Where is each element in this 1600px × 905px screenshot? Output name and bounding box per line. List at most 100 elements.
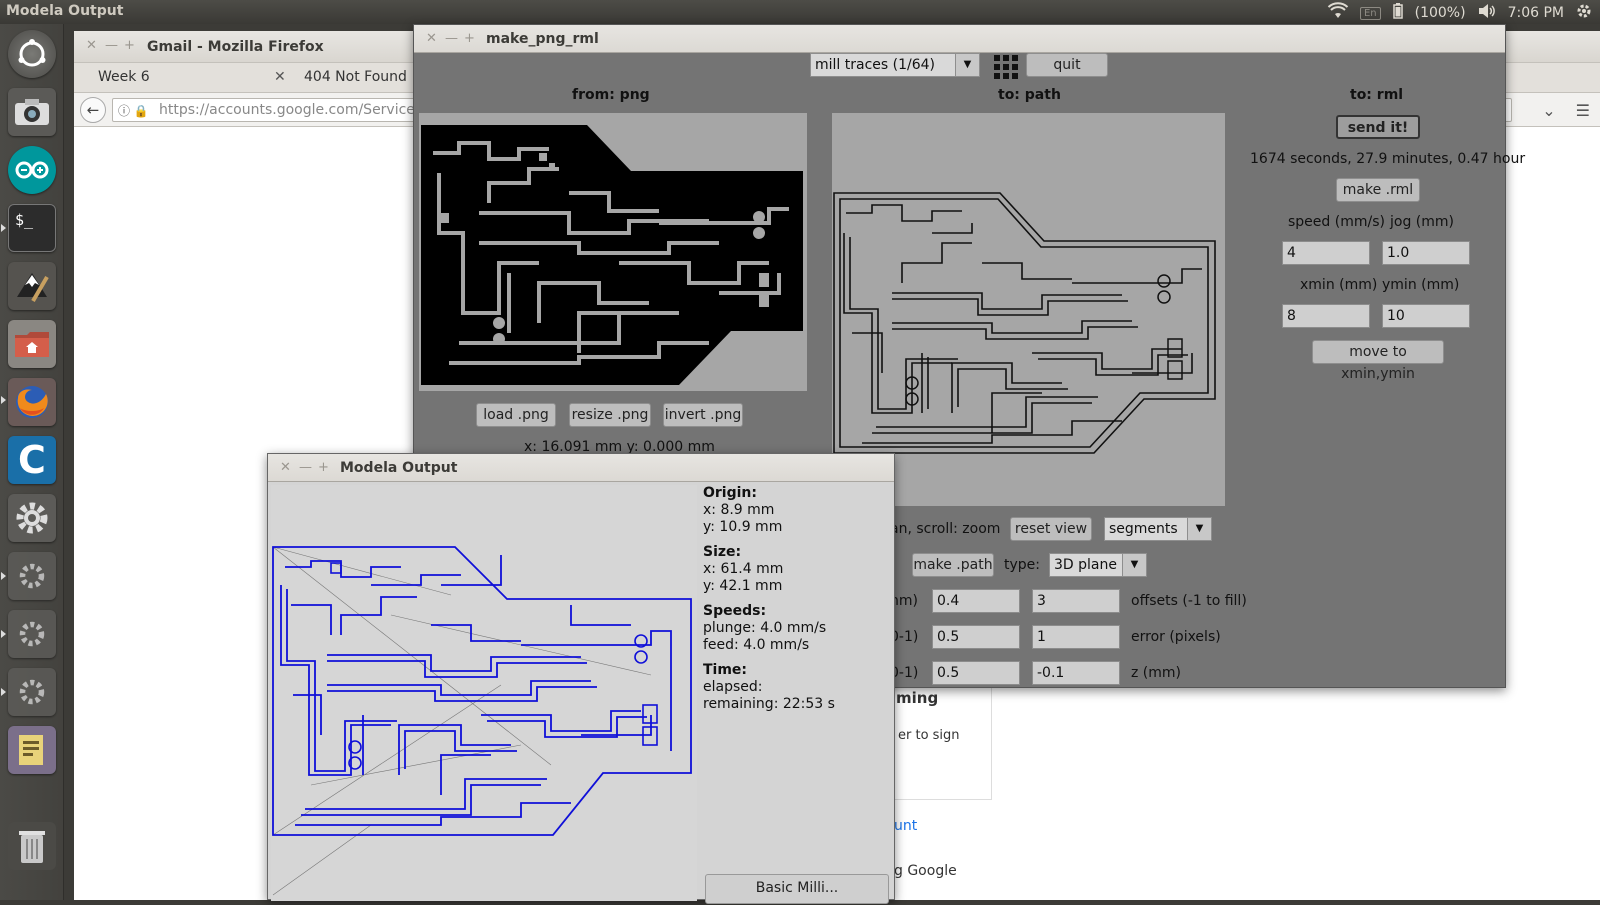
trash-icon[interactable] (8, 822, 56, 870)
make-rml-button[interactable]: make .rml (1336, 178, 1420, 202)
make-png-rml-window: ✕ — + make_png_rml mill traces (1/64) ▼ … (413, 24, 1525, 688)
ymin-input[interactable]: 10 (1382, 304, 1470, 328)
firefox-icon[interactable] (8, 378, 56, 426)
size-x: x: 61.4 mm (703, 561, 784, 577)
type-select-value: 3D plane (1054, 557, 1117, 573)
google-link-fragment[interactable]: unt (894, 818, 918, 834)
elapsed-time: elapsed: (703, 679, 763, 695)
cura-icon[interactable]: C (8, 436, 56, 484)
error-label: error (pixels) (1131, 629, 1221, 645)
google-subtext-fragment: er to sign (898, 728, 960, 743)
invert-png-button[interactable]: invert .png (663, 403, 743, 427)
tab-week-6[interactable]: Week 6 (98, 69, 150, 85)
modela-output-window: ✕ — + Modela Output (267, 453, 895, 904)
settings-icon[interactable] (8, 610, 56, 658)
running-indicator (1, 630, 6, 638)
send-it-button[interactable]: send it! (1336, 115, 1420, 139)
archive-icon[interactable] (8, 726, 56, 774)
diameter-label: nm) (890, 593, 918, 609)
hamburger-menu-icon[interactable]: ☰ (1575, 101, 1590, 120)
google-login-card (874, 687, 992, 800)
size-heading: Size: (703, 544, 742, 560)
reset-view-button[interactable]: reset view (1010, 517, 1092, 541)
site-info-icon[interactable]: ⓘ 🔒 (118, 104, 149, 118)
error-input[interactable]: 1 (1032, 625, 1120, 649)
make-path-button[interactable]: make .path (912, 553, 994, 577)
maximize-icon[interactable]: + (124, 38, 135, 53)
active-window-title: Modela Output (6, 3, 124, 19)
cursor-coords: x: 16.091 mm y: 0.000 mm (524, 439, 715, 455)
battery-icon[interactable] (1392, 3, 1403, 23)
grid-icon[interactable] (992, 53, 1018, 79)
to-rml-label: to: rml (1350, 87, 1404, 103)
firefox-title: Gmail - Mozilla Firefox (147, 39, 324, 55)
intensity-input[interactable]: 0.5 (932, 661, 1020, 685)
origin-y: y: 10.9 mm (703, 519, 783, 535)
png-preview-canvas[interactable] (419, 113, 807, 391)
origin-x: x: 8.9 mm (703, 502, 775, 518)
close-icon[interactable]: ✕ (426, 31, 437, 46)
make-png-rml-titlebar: ✕ — + make_png_rml (414, 25, 1505, 53)
overlap-input[interactable]: 0.5 (932, 625, 1020, 649)
jog-input[interactable]: 1.0 (1382, 241, 1470, 265)
google-footer-fragment: g Google (894, 863, 957, 879)
path-preview-canvas[interactable] (832, 113, 1225, 506)
back-icon[interactable]: ← (80, 97, 106, 123)
power-gear-icon[interactable] (1576, 3, 1592, 23)
running-indicator (1, 688, 6, 696)
from-png-label: from: png (572, 87, 650, 103)
resize-png-button[interactable]: resize .png (569, 403, 651, 427)
toolpath-preview-image (272, 546, 692, 896)
inkscape-icon[interactable] (8, 262, 56, 310)
mode-select[interactable]: mill traces (1/64) ▼ (810, 53, 980, 77)
close-icon[interactable]: ✕ (280, 460, 291, 475)
minimize-icon[interactable]: — (105, 38, 118, 53)
settings-icon[interactable] (8, 552, 56, 600)
xmin-input[interactable]: 8 (1282, 304, 1370, 328)
diameter-input[interactable]: 0.4 (932, 589, 1020, 613)
origin-heading: Origin: (703, 485, 757, 501)
type-select[interactable]: 3D plane ▼ (1049, 553, 1147, 577)
view-select-value: segments (1109, 521, 1178, 537)
load-png-button[interactable]: load .png (476, 403, 556, 427)
pocket-icon[interactable]: ⌄ (1542, 101, 1556, 120)
toolpath-preview-canvas[interactable] (271, 485, 697, 901)
close-icon[interactable]: ✕ (86, 38, 97, 53)
remaining-time: remaining: 22:53 s (703, 696, 835, 712)
z-label: z (mm) (1131, 665, 1181, 681)
z-input[interactable]: -0.1 (1032, 661, 1120, 685)
arduino-icon[interactable] (8, 146, 56, 194)
basic-milling-button[interactable]: Basic Milli... (705, 874, 889, 904)
modela-output-titlebar: ✕ — + Modela Output (268, 454, 894, 482)
tab-close-icon[interactable]: ✕ (274, 69, 286, 85)
job-info-panel: Origin: x: 8.9 mm y: 10.9 mm Size: x: 61… (703, 485, 891, 713)
speed-input[interactable]: 4 (1282, 241, 1370, 265)
chevron-down-icon: ▼ (1187, 518, 1211, 540)
chevron-down-icon: ▼ (1122, 554, 1146, 576)
path-preview-image (833, 192, 1216, 454)
volume-icon[interactable] (1478, 3, 1496, 23)
maximize-icon[interactable]: + (318, 460, 329, 475)
files-icon[interactable] (8, 320, 56, 368)
wifi-icon[interactable] (1327, 2, 1349, 23)
dash-icon[interactable] (8, 30, 56, 78)
settings-icon[interactable] (8, 494, 56, 542)
terminal-icon[interactable]: $_ (8, 204, 56, 252)
view-select[interactable]: segments ▼ (1104, 517, 1212, 541)
size-y: y: 42.1 mm (703, 578, 783, 594)
keyboard-layout-icon[interactable]: En (1359, 6, 1381, 20)
time-estimate: 1674 seconds, 27.9 minutes, 0.47 hour (1250, 151, 1526, 167)
google-heading-fragment: ming (896, 689, 939, 707)
ymin-label: ymin (mm) (1382, 277, 1460, 293)
clock[interactable]: 7:06 PM (1507, 5, 1564, 21)
settings-icon[interactable] (8, 668, 56, 716)
maximize-icon[interactable]: + (464, 31, 475, 46)
overlap-label: 0-1) (890, 629, 919, 645)
move-to-xmin-ymin-button[interactable]: move to xmin,ymin (1312, 340, 1444, 382)
minimize-icon[interactable]: — (445, 31, 458, 46)
tab-404-not-found[interactable]: 404 Not Found (304, 69, 407, 85)
quit-button[interactable]: quit (1026, 53, 1108, 77)
offsets-input[interactable]: 3 (1032, 589, 1120, 613)
camera-icon[interactable] (8, 88, 56, 136)
minimize-icon[interactable]: — (299, 460, 312, 475)
